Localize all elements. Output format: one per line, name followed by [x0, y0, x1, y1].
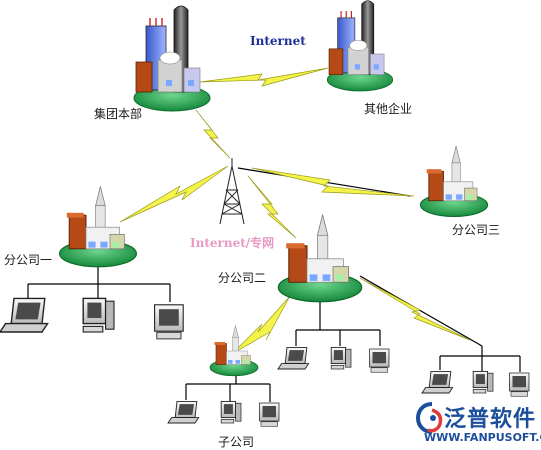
- node-label-hq: 集团本部: [94, 107, 143, 121]
- wireless-links: [119, 67, 471, 355]
- lightning-tower-branch3: [251, 167, 415, 197]
- crt-computer-icon: [259, 402, 280, 427]
- node-label-branch1: 分公司一: [4, 253, 53, 267]
- branch3-building-icon: [419, 145, 489, 217]
- crt-computer-icon: [369, 348, 390, 373]
- brand-url: WWW.FANPUSOFT.COM: [424, 431, 541, 444]
- laptop-icon: [421, 370, 454, 394]
- lightning-branch1-tower: [119, 165, 229, 223]
- internet-label: Internet: [250, 34, 306, 48]
- desktop-computer-icon: [330, 346, 352, 370]
- laptop-icon: [167, 400, 200, 424]
- desktop-computer-icon: [472, 370, 494, 394]
- laptop-icon: [277, 346, 310, 370]
- node-label-sub: 子公司: [218, 435, 255, 449]
- lightning-branch2-sub: [231, 295, 291, 355]
- branch2-building-icon: [277, 213, 363, 303]
- desktop-computer-icon: [82, 297, 115, 333]
- subsidiary-building-icon: [209, 325, 259, 377]
- laptop-icon: [0, 297, 49, 333]
- lightning-hq-other: [199, 67, 329, 87]
- branch1-building-icon: [58, 185, 137, 268]
- antenna-tower-icon: [219, 158, 245, 225]
- lightning-tower-branch2: [247, 175, 297, 239]
- node-label-branch3: 分公司三: [452, 223, 501, 237]
- node-label-other: 其他企业: [364, 102, 413, 116]
- node-label-branch2: 分公司二: [218, 271, 267, 285]
- crt-computer-icon: [509, 372, 530, 397]
- brand-name: 泛普软件: [444, 407, 537, 432]
- desktop-computer-icon: [220, 400, 242, 424]
- brand-logo[interactable]: 泛普软件 WWW.FANPUSOFT.COM: [410, 398, 541, 448]
- crt-computer-icon: [154, 304, 184, 340]
- lightning-hq-tower: [195, 109, 231, 159]
- headquarters-building-icon: [133, 5, 211, 112]
- lightning-branch2-far: [359, 277, 471, 341]
- fanpu-logo-icon: [415, 402, 443, 434]
- other-enterprise-building-icon: [326, 0, 394, 92]
- network-label: Internet/专网: [190, 236, 275, 250]
